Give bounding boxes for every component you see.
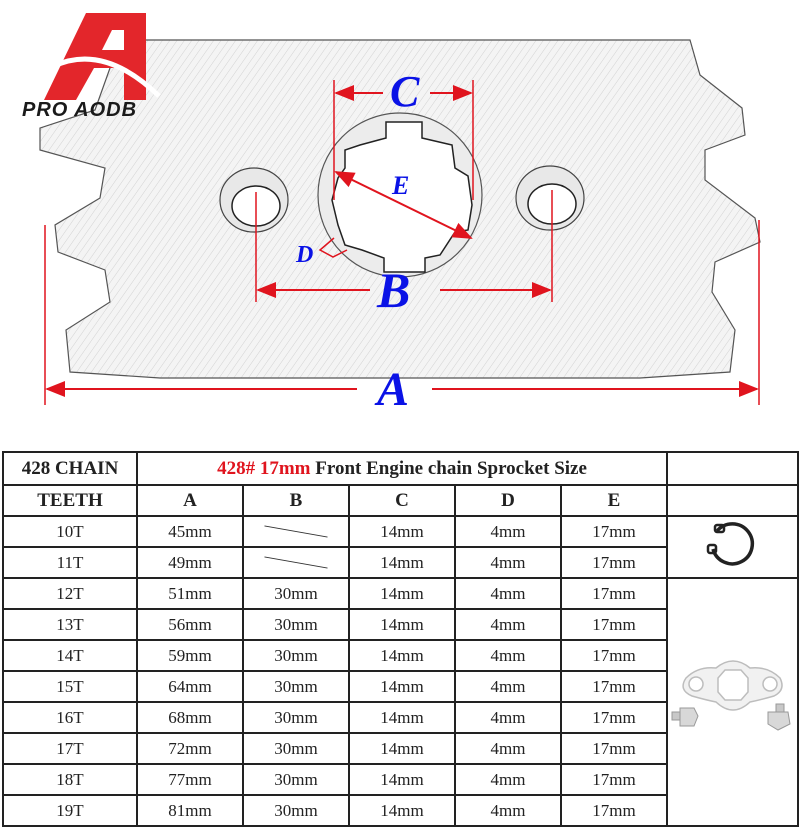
- cell-b: 30mm: [242, 670, 350, 703]
- cell-d: 4mm: [454, 639, 562, 672]
- teeth-cell: 18T: [2, 763, 138, 796]
- dimension-label-b: B: [377, 262, 411, 318]
- table-row: 17T 72mm 30mm 14mm 4mm 17mm: [2, 732, 798, 765]
- table-title-text: Front Engine chain Sprocket Size: [310, 457, 587, 479]
- cell-c: 14mm: [348, 732, 456, 765]
- dimension-label-d: D: [296, 242, 314, 268]
- teeth-cell: 13T: [2, 608, 138, 641]
- dimension-label-c: C: [390, 67, 420, 116]
- cell-e: 17mm: [559, 639, 669, 672]
- cell-b-na: [242, 515, 350, 548]
- cell-a: 56mm: [136, 608, 244, 641]
- cell-b: 30mm: [242, 732, 350, 765]
- column-header-a: A: [136, 484, 244, 517]
- cell-e: 17mm: [559, 732, 669, 765]
- column-header-e: E: [559, 484, 669, 517]
- column-header-b: B: [242, 484, 350, 517]
- teeth-cell: 10T: [2, 515, 138, 548]
- cell-b: 30mm: [242, 577, 350, 610]
- column-header-row: TEETH A B C D E: [2, 484, 800, 517]
- not-applicable-slash-icon: [264, 525, 328, 538]
- cell-b: 30mm: [242, 701, 350, 734]
- dimension-label-a: A: [377, 363, 410, 416]
- cell-d: 4mm: [454, 732, 562, 765]
- circlip-image-cell: [666, 515, 800, 579]
- cell-e: 17mm: [559, 546, 669, 579]
- cell-a: 68mm: [136, 701, 244, 734]
- cell-d: 4mm: [454, 670, 562, 703]
- cell-e: 17mm: [559, 577, 669, 610]
- cell-d: 4mm: [454, 546, 562, 579]
- cell-a: 59mm: [136, 639, 244, 672]
- table-row: 16T 68mm 30mm 14mm 4mm 17mm: [2, 701, 798, 734]
- teeth-cell: 17T: [2, 732, 138, 765]
- brand-logo: [14, 8, 184, 128]
- cell-d: 4mm: [454, 701, 562, 734]
- table-row: 12T 51mm 30mm 14mm 4mm 17mm: [2, 577, 800, 827]
- table-row: 13T 56mm 30mm 14mm 4mm 17mm: [2, 608, 798, 641]
- cell-d: 4mm: [454, 608, 562, 641]
- cell-c: 14mm: [348, 639, 456, 672]
- dimension-label-e: E: [392, 171, 410, 200]
- empty-header-cell: [666, 484, 800, 517]
- cell-b: 30mm: [242, 763, 350, 796]
- logo-a-icon: [44, 13, 161, 100]
- column-header-teeth: TEETH: [2, 484, 138, 517]
- column-header-c: C: [348, 484, 456, 517]
- cell-c: 14mm: [348, 670, 456, 703]
- teeth-cell: 14T: [2, 639, 138, 672]
- table-title: 428# 17mm Front Engine chain Sprocket Si…: [135, 451, 669, 486]
- sprocket-drawing-icon: [39, 39, 761, 405]
- cell-a: 49mm: [136, 546, 244, 579]
- cell-a: 64mm: [136, 670, 244, 703]
- circlip-icon: [706, 521, 754, 566]
- chain-label: 428 CHAIN: [2, 451, 138, 486]
- cell-c: 14mm: [348, 701, 456, 734]
- teeth-cell: 12T: [2, 577, 138, 610]
- cell-e: 17mm: [559, 608, 669, 641]
- cell-d: 4mm: [454, 763, 562, 796]
- cell-d: 4mm: [454, 577, 562, 610]
- cell-e: 17mm: [559, 670, 669, 703]
- cell-b-na: [242, 546, 350, 579]
- table-row: 18T 77mm 30mm 14mm 4mm 17mm: [2, 763, 798, 796]
- cell-e: 17mm: [559, 763, 669, 796]
- cell-b: 30mm: [242, 608, 350, 641]
- column-header-d: D: [454, 484, 562, 517]
- table-row: 10T 45mm 14mm 4mm 17mm: [2, 515, 800, 579]
- sprocket-size-table: 428 CHAIN 428# 17mm Front Engine chain S…: [2, 451, 800, 827]
- table-row: 14T 59mm 30mm 14mm 4mm 17mm: [2, 639, 798, 672]
- table-row: 15T 64mm 30mm 14mm 4mm 17mm: [2, 670, 798, 703]
- cell-c: 14mm: [348, 515, 456, 548]
- cell-b: 30mm: [242, 639, 350, 672]
- retainer-plate-with-bolts-icon: [671, 659, 791, 731]
- not-applicable-slash-icon: [264, 556, 328, 569]
- cell-c: 14mm: [348, 763, 456, 796]
- cell-a: 77mm: [136, 763, 244, 796]
- empty-header-cell: [666, 451, 800, 486]
- cell-a: 72mm: [136, 732, 244, 765]
- table-title-row: 428 CHAIN 428# 17mm Front Engine chain S…: [2, 451, 800, 486]
- cell-c: 14mm: [348, 608, 456, 641]
- cell-a: 51mm: [136, 577, 244, 610]
- teeth-cell: 15T: [2, 670, 138, 703]
- table-row: 11T 49mm 14mm 4mm 17mm: [2, 546, 798, 579]
- cell-c: 14mm: [348, 546, 456, 579]
- cell-e: 17mm: [559, 701, 669, 734]
- brand-name: PRO AODB: [22, 99, 138, 121]
- teeth-cell: 11T: [2, 546, 138, 579]
- table-title-spec: 428# 17mm: [217, 457, 311, 479]
- teeth-cell: 16T: [2, 701, 138, 734]
- cell-e: 17mm: [559, 515, 669, 548]
- cell-d: 4mm: [454, 515, 562, 548]
- retainer-plate-image-cell: [666, 577, 800, 827]
- cell-a: 45mm: [136, 515, 244, 548]
- cell-c: 14mm: [348, 577, 456, 610]
- sprocket-diagram: PRO AODB C E D B A: [14, 8, 761, 416]
